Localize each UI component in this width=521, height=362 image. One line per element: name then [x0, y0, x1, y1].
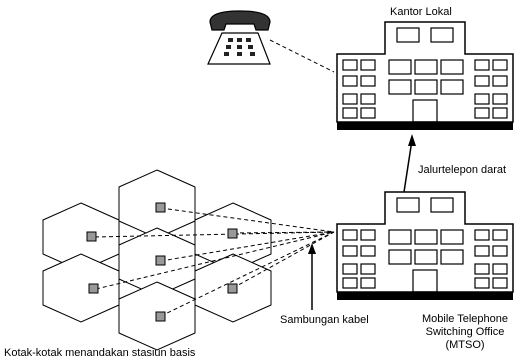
base-station-box [156, 256, 165, 265]
mtso-label-line2: Switching Office [410, 326, 520, 339]
landline-label: Jalurtelepon darat [418, 164, 506, 177]
mtso-label: Mobile Telephone Switching Office (MTSO) [410, 313, 520, 352]
phone-to-office-link [270, 40, 334, 72]
telephone-icon [208, 11, 270, 64]
base-station-box [87, 232, 96, 241]
base-station-box [89, 284, 98, 293]
landline-arrow [404, 140, 412, 192]
base-station-box [228, 229, 237, 238]
hex-cell [43, 254, 119, 322]
base-station-box [156, 203, 165, 212]
mtso-label-line3: (MTSO) [410, 339, 520, 352]
mtso-building [337, 192, 513, 300]
local-office-label: Kantor Lokal [390, 6, 452, 19]
base-station-box [156, 312, 165, 321]
cells-caption: Kotak-kotak menandakan stasiun basis [4, 347, 195, 360]
mtso-label-line1: Mobile Telephone [410, 313, 520, 326]
base-station-box [228, 284, 237, 293]
cable-connection-label: Sambungan kabel [280, 314, 369, 327]
local-office-building [337, 22, 513, 130]
